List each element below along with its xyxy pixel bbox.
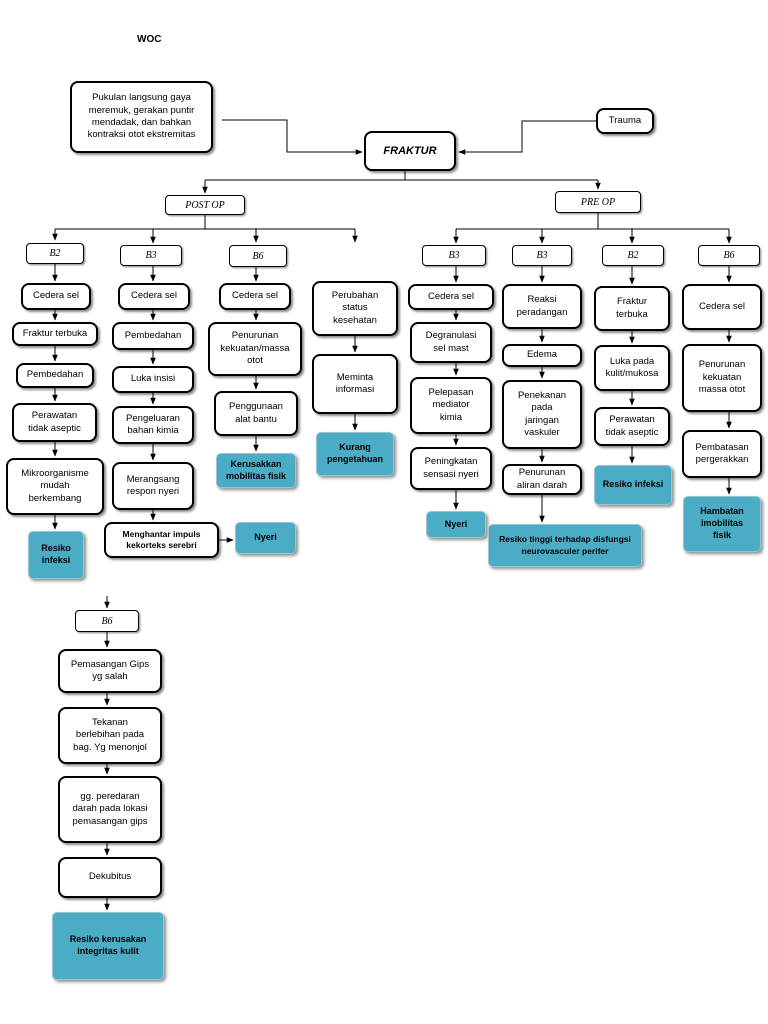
c4-meminta-informasi: Meminta informasi [312, 354, 398, 414]
d3-luka-kulit: Luka pada kulit/mukosa [594, 345, 670, 391]
c2-pengeluaran: Pengeluaran bahan kimia [112, 406, 194, 444]
post-op-b2-label: B2 [26, 243, 84, 264]
c3-penurunan-kekuatan: Penurunan kekuatan/massa otot [208, 322, 302, 376]
c1-dx-resiko-infeksi: Resiko infeksi [28, 531, 84, 579]
d3-perawatan: Perawatan tidak aseptic [594, 407, 670, 446]
c1-mikroorganisme: Mikroorganisme mudah berkembang [6, 458, 104, 515]
b-dekubitus: Dekubitus [58, 857, 162, 898]
post-op-b6-label: B6 [229, 245, 287, 267]
trauma-box: Trauma [596, 108, 654, 134]
c1-pembedahan: Pembedahan [16, 363, 94, 388]
c3-cedera-sel: Cedera sel [219, 283, 291, 310]
d1-peningkatan-sensasi: Peningkatan sensasi nyeri [410, 447, 492, 490]
d3-fraktur-terbuka: Fraktur terbuka [594, 286, 670, 331]
page-title: WOC [137, 34, 162, 45]
d1-cedera-sel: Cedera sel [408, 284, 494, 310]
d2-penurunan-aliran: Penurunan aliran darah [502, 464, 582, 495]
c1-fraktur-terbuka: Fraktur terbuka [12, 322, 98, 346]
c2-cedera-sel: Cedera sel [118, 283, 190, 310]
d1-degranulasi: Degranulasi sel mast [410, 322, 492, 363]
d1-dx-nyeri: Nyeri [426, 511, 486, 538]
b-dx-resiko-kerusakan-kulit: Resiko kerusakan integritas kulit [52, 912, 164, 980]
post-op-label: POST OP [165, 195, 245, 215]
b-gg-peredaran-darah: gg. peredaran darah pada lokasi pemasang… [58, 776, 162, 843]
c3-dx-kerusakan-mobilitas: Kerusakkan mobilitas fisik [216, 453, 296, 488]
c2-dx-nyeri: Nyeri [235, 522, 296, 554]
d1-pelepasan-mediator: Pelepasan mediator kimia [410, 377, 492, 434]
c4-perubahan-status: Perubahan status kesehatan [312, 281, 398, 336]
pre-op-label: PRE OP [555, 191, 641, 213]
c2-luka-insisi: Luka insisi [112, 366, 194, 393]
c2-merangsang: Merangsang respon nyeri [112, 462, 194, 510]
d4-dx-hambatan-mobilitas: Hambatan imobilitas fisik [683, 496, 761, 552]
bottom-b6-label: B6 [75, 610, 139, 632]
d4-cedera-sel: Cedera sel [682, 284, 762, 330]
b-tekanan-berlebihan: Tekanan berlebihan pada bag. Yg menonjol [58, 707, 162, 764]
post-op-b3-label: B3 [120, 245, 182, 266]
c1-perawatan: Perawatan tidak aseptic [12, 403, 97, 442]
b-pemasangan-gips: Pemasangan Gips yg salah [58, 649, 162, 693]
c2-menghantar-impuls: Menghantar impuls kekorteks serebri [104, 522, 219, 558]
pre-op-b2-label: B2 [602, 245, 664, 266]
fraktur-box: FRAKTUR [364, 131, 456, 171]
c4-dx-kurang-pengetahuan: Kurang pengetahuan [316, 432, 394, 476]
d3-dx-resiko-infeksi: Resiko infeksi [594, 465, 672, 505]
d2-dx-resiko-neurovaskuler: Resiko tinggi terhadap disfungsi neurova… [488, 524, 642, 567]
d2-reaksi-peradangan: Reaksi peradangan [502, 284, 582, 329]
c3-penggunaan-alat-bantu: Penggunaan alat bantu [214, 391, 298, 436]
c1-cedera-sel: Cedera sel [21, 283, 91, 310]
d2-penekanan-jaringan: Penekanan pada jaringan vaskuler [502, 380, 582, 449]
cause-box: Pukulan langsung gaya meremuk, gerakan p… [70, 81, 213, 153]
pre-op-b3a-label: B3 [422, 245, 486, 266]
pre-op-b6-label: B6 [698, 245, 760, 266]
d4-penurunan-kekuatan: Penurunan kekuatan massa otot [682, 344, 762, 412]
d4-pembatasan-pergerakan: Pembatasan pergerakkan [682, 430, 762, 478]
c2-pembedahan: Pembedahan [112, 322, 194, 350]
pre-op-b3b-label: B3 [512, 245, 572, 266]
d2-edema: Edema [502, 344, 582, 367]
